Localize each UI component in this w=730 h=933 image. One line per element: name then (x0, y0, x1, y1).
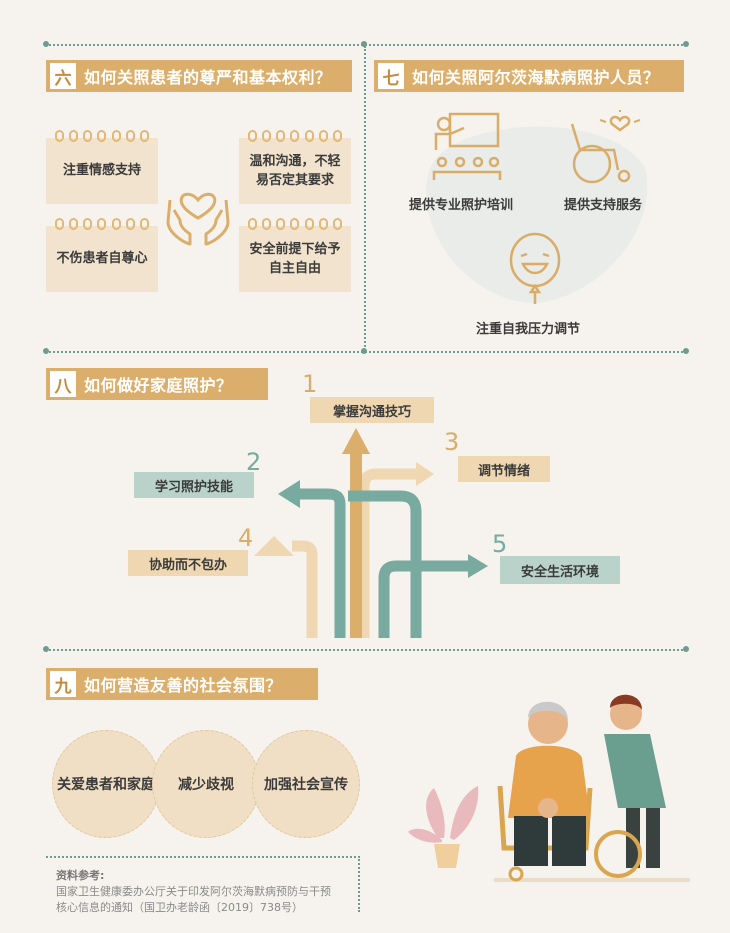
step-tag-3: 调节情绪 (458, 456, 550, 482)
divider-dot (43, 348, 49, 354)
section7-title: 如何关照阿尔茨海默病照护人员？ (412, 68, 660, 87)
circle-publicity: 加强社会宣传 (252, 730, 360, 838)
step-tag-5: 安全生活环境 (500, 556, 620, 584)
care-arrows-diagram (254, 428, 488, 638)
label-support-services: 提供支持服务 (564, 198, 643, 213)
reference-vline (358, 856, 360, 912)
reference-divider (46, 856, 356, 858)
reference-block: 资料参考: 国家卫生健康委办公厅关于印发阿尔茨海默病预防与干预 核心信息的通知（… (56, 868, 331, 916)
section8-number: 八 (50, 371, 76, 397)
label-stress-relief: 注重自我压力调节 (476, 322, 581, 337)
section9-number: 九 (50, 671, 76, 697)
reference-heading: 资料参考: (56, 869, 105, 882)
wheelchair-icon (570, 110, 641, 184)
card-label: 温和沟通，不轻易否定其要求 (249, 153, 341, 189)
card-label: 不伤患者自尊心 (56, 251, 148, 267)
card-emotional-support: 注重情感支持 (46, 130, 158, 204)
step-number-3: 3 (444, 428, 460, 456)
divider-vertical (364, 46, 366, 351)
background-blob (426, 126, 648, 303)
reference-line2: 核心信息的通知（国卫办老龄函〔2019〕738号） (56, 900, 303, 914)
divider-dot (683, 348, 689, 354)
divider-dot (683, 646, 689, 652)
section9-title: 如何营造友善的社会氛围？ (84, 676, 283, 695)
divider-dot (361, 348, 367, 354)
card-label: 安全前提下给予自主自由 (249, 241, 341, 277)
smiley-balloon-icon (509, 232, 561, 304)
section6-header: 六 如何关照患者的尊严和基本权利？ (46, 60, 352, 92)
section7-header: 七 如何关照阿尔茨海默病照护人员？ (374, 60, 684, 92)
divider-mid2 (46, 649, 686, 651)
section7-number: 七 (378, 63, 404, 89)
section8-header: 八 如何做好家庭照护？ (46, 368, 268, 400)
step-tag-1: 掌握沟通技巧 (310, 397, 434, 423)
card-autonomy: 安全前提下给予自主自由 (239, 218, 351, 292)
card-label: 注重情感支持 (62, 163, 141, 179)
divider-dot (43, 41, 49, 47)
circle-reduce-discrimination: 减少歧视 (152, 730, 260, 838)
section8-title: 如何做好家庭照护？ (84, 376, 233, 395)
step-number-1: 1 (302, 370, 318, 398)
section6-number: 六 (50, 63, 76, 89)
divider-dot (361, 41, 367, 47)
reference-line1: 国家卫生健康委办公厅关于印发阿尔茨海默病预防与干预 (56, 884, 331, 898)
caregiver-illustration (404, 668, 690, 892)
step-number-2: 2 (246, 448, 262, 476)
heart-hands-icon (166, 192, 230, 246)
step-number-4: 4 (238, 524, 254, 552)
training-icon (432, 112, 502, 180)
label-training: 提供专业照护培训 (409, 198, 514, 213)
card-gentle-communication: 温和沟通，不轻易否定其要求 (239, 130, 351, 204)
section9-header: 九 如何营造友善的社会氛围？ (46, 668, 318, 700)
card-self-esteem: 不伤患者自尊心 (46, 218, 158, 292)
step-tag-4: 协助而不包办 (128, 550, 248, 576)
divider-dot (43, 646, 49, 652)
step-number-5: 5 (492, 530, 508, 558)
circle-care-family: 关爱患者和家庭 (52, 730, 160, 838)
divider-dot (683, 41, 689, 47)
step-tag-2: 学习照护技能 (134, 472, 254, 498)
section6-title: 如何关照患者的尊严和基本权利？ (84, 68, 332, 87)
